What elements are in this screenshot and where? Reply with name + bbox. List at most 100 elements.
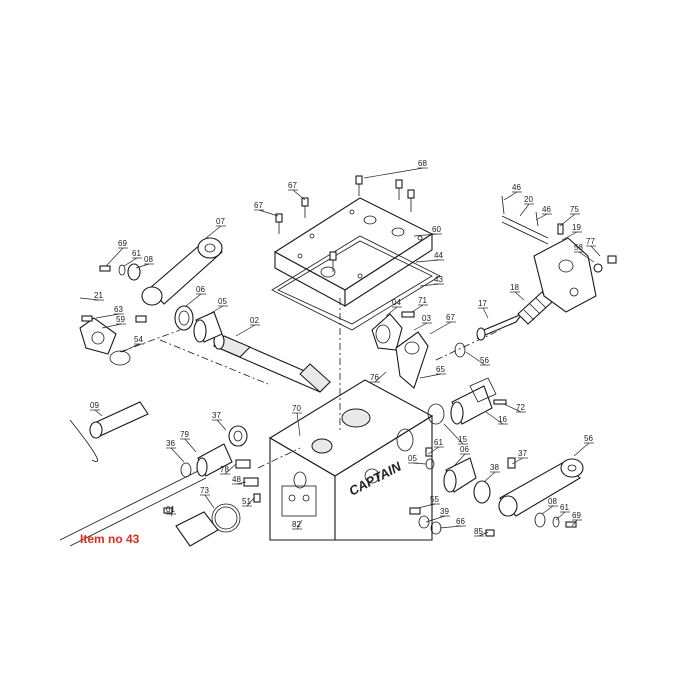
pin-46-left	[501, 195, 505, 215]
oring-15	[427, 403, 445, 425]
callout-15: 15	[458, 435, 467, 444]
callout-leader	[94, 409, 103, 417]
callout-leader	[571, 519, 578, 527]
callout-leader	[374, 371, 387, 383]
callout-02: 02	[250, 316, 259, 325]
callout-72: 72	[516, 403, 525, 412]
callout-19: 19	[572, 223, 581, 232]
callout-leader	[246, 497, 255, 507]
left-arm-fasteners	[99, 263, 147, 323]
callout-leader	[79, 297, 100, 301]
callout-leader	[224, 463, 237, 475]
callout-leader	[415, 259, 440, 263]
callout-leader	[478, 531, 489, 537]
callout-01: 01	[166, 505, 175, 514]
pump-73	[163, 507, 219, 547]
washer-58	[593, 263, 603, 273]
callout-leader	[417, 503, 436, 509]
callout-leader	[95, 313, 120, 319]
callout-leader	[235, 324, 256, 337]
callout-leader	[514, 291, 525, 301]
main-housing	[268, 379, 434, 541]
hose-line	[59, 419, 207, 547]
bush-05-right	[443, 457, 477, 493]
cam-lever-03	[395, 331, 429, 389]
cam-bracket-04	[371, 313, 403, 351]
callout-leader	[105, 247, 124, 267]
callout-85: 85	[474, 527, 483, 536]
callout-leader	[485, 411, 504, 425]
callout-leader	[425, 515, 446, 523]
callout-leader	[419, 373, 442, 379]
callout-16: 16	[498, 415, 507, 424]
callout-leader	[561, 231, 578, 241]
callout-leader	[123, 257, 138, 267]
callout-leader	[503, 191, 518, 201]
top-cover-plate	[273, 197, 434, 308]
callout-leader	[578, 251, 595, 263]
callout-79: 79	[180, 430, 189, 439]
callout-leader	[535, 213, 548, 221]
bolt-75	[557, 223, 564, 235]
callout-56: 56	[584, 434, 593, 443]
sleeve-16	[450, 377, 497, 425]
callout-78: 78	[220, 465, 229, 474]
callout-73: 73	[200, 486, 209, 495]
right-arm-fasteners	[507, 457, 577, 528]
callout-61: 61	[434, 438, 443, 447]
callout-leader	[296, 412, 301, 437]
callout-leader	[573, 442, 590, 457]
callout-61: 61	[560, 503, 569, 512]
callout-leader	[205, 305, 224, 317]
callout-leader	[411, 304, 424, 313]
callout-69: 69	[572, 511, 581, 520]
callout-leader	[439, 525, 462, 529]
item-caption: Item no 43	[80, 532, 140, 546]
callout-leader	[443, 423, 464, 445]
callout-60: 60	[432, 225, 441, 234]
callout-leader	[519, 203, 530, 217]
callout-leader	[413, 322, 428, 331]
callout-leader	[412, 462, 427, 465]
fitting-79	[235, 459, 251, 469]
callout-leader	[453, 453, 466, 467]
bearing-06-right	[473, 480, 491, 504]
callout-06: 06	[460, 445, 469, 454]
callout-65: 65	[436, 365, 445, 374]
callout-leader	[363, 167, 424, 179]
left-cover-plate	[79, 315, 131, 366]
right-lift-arm	[498, 458, 584, 517]
callout-leader	[559, 213, 576, 227]
callout-67: 67	[288, 181, 297, 190]
callout-54: 54	[134, 335, 143, 344]
callout-67: 67	[446, 313, 455, 322]
callout-leader	[101, 323, 122, 329]
small-fasteners-bottom	[409, 447, 495, 537]
callout-leader	[204, 494, 215, 509]
callout-08: 08	[548, 497, 557, 506]
callout-59: 59	[116, 315, 125, 324]
rod-20	[501, 215, 549, 245]
callout-leader	[590, 245, 601, 257]
callout-leader	[429, 321, 452, 335]
callout-leader	[184, 438, 197, 453]
cover-bolts	[275, 175, 415, 272]
callout-51: 51	[242, 497, 251, 506]
callout-67: 67	[254, 201, 263, 210]
callout-37: 37	[518, 449, 527, 458]
bracket-19	[533, 237, 597, 313]
callout-46: 46	[542, 205, 551, 214]
callout-leader	[205, 225, 222, 239]
callout-05: 05	[408, 454, 417, 463]
washer-56	[454, 342, 466, 358]
callout-76: 76	[370, 373, 379, 382]
bearing-06-left	[174, 305, 194, 331]
shaft-17	[476, 312, 524, 341]
callout-leader	[511, 457, 524, 465]
bolt-77	[607, 255, 617, 264]
fitting-78	[243, 477, 259, 487]
washer-56-left	[180, 462, 192, 478]
callout-77: 77	[586, 237, 595, 246]
callout-09: 09	[90, 401, 99, 410]
